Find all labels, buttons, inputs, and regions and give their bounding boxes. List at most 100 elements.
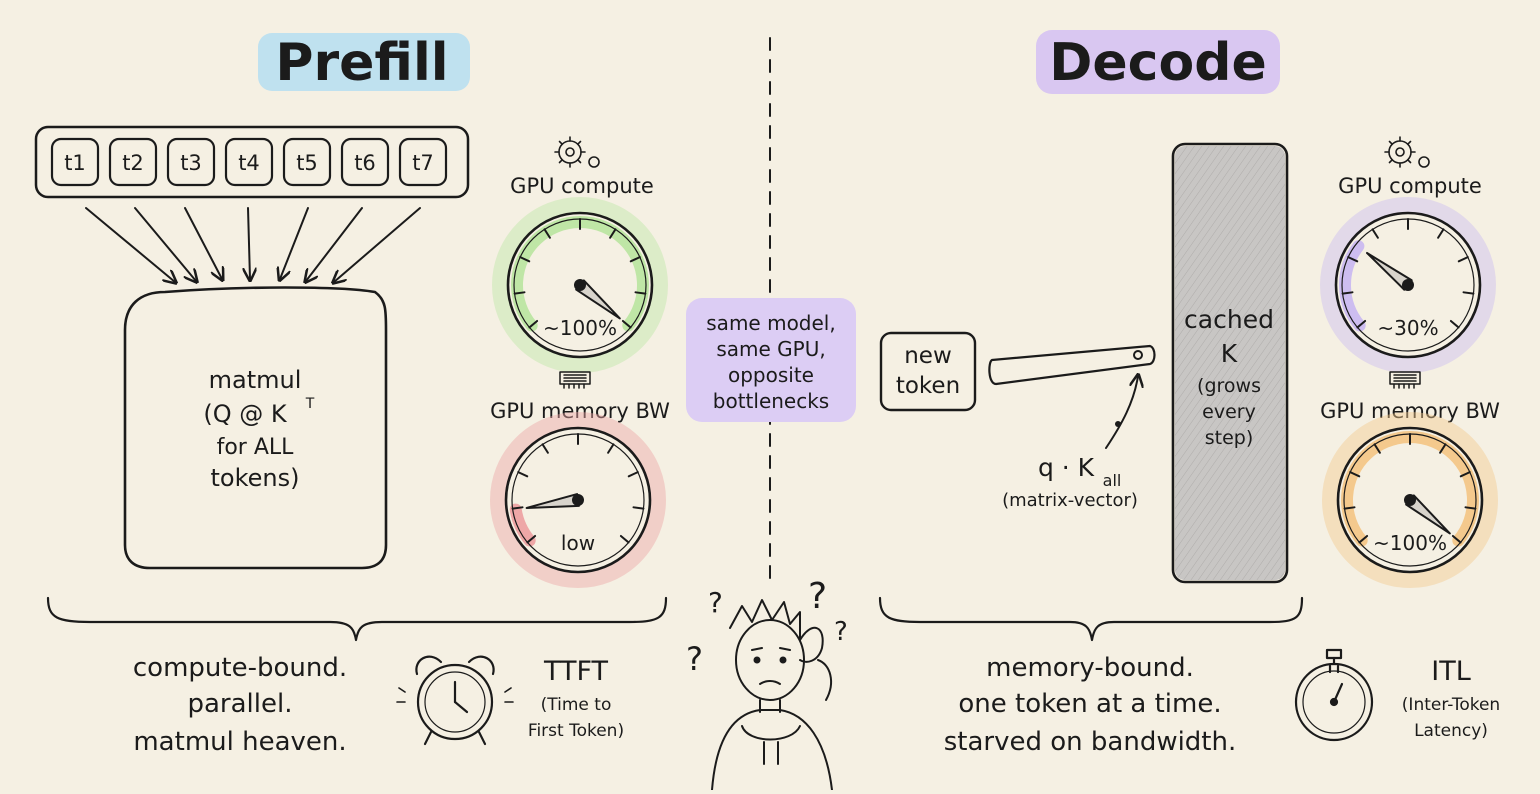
token-arrow — [306, 207, 363, 281]
decode-title-highlight — [1036, 30, 1280, 94]
question-mark-icon: ? — [708, 586, 723, 619]
gauge-level-arc — [1339, 240, 1366, 332]
op-arrow — [1105, 376, 1138, 449]
gauge-tick — [1464, 506, 1477, 510]
gauge-tick — [1439, 443, 1447, 454]
gauge-tick — [511, 506, 524, 510]
gauge-tick — [1341, 291, 1354, 295]
gauge-tick — [1371, 228, 1379, 239]
token-arrow — [280, 207, 309, 279]
new-token-box — [879, 331, 977, 412]
decode-title: Decode — [1049, 33, 1266, 93]
token-chip-label: t2 — [122, 151, 144, 175]
middle-section: same model, same GPU, opposite bottlenec… — [686, 37, 856, 791]
new-token-line-2: token — [896, 373, 960, 399]
gauge-dial — [1334, 211, 1482, 359]
token-tray — [34, 125, 470, 199]
matmul-box — [123, 286, 388, 570]
prefill-compute-gauge: ~100% — [492, 197, 668, 373]
note-line-3: opposite — [728, 363, 814, 387]
token-chip-label: t4 — [238, 151, 260, 175]
op-arrow-dot — [1115, 421, 1121, 427]
token-chip — [282, 137, 332, 187]
gauge-tick — [632, 506, 645, 510]
token-chip — [398, 137, 448, 187]
cached-k-sub-2: every — [1202, 401, 1256, 423]
query-vector — [988, 344, 1156, 386]
gauge-tick — [528, 319, 539, 329]
gauge-hub — [1404, 494, 1416, 506]
gauge-tick — [519, 256, 531, 263]
gauge-tick — [627, 471, 639, 478]
gauge-dial — [506, 211, 654, 359]
gauge-tick — [1437, 228, 1445, 239]
gauge-tick — [621, 319, 632, 329]
prefill-memory-label: GPU memory BW — [490, 399, 670, 423]
question-mark-icon: ? — [808, 576, 827, 617]
token-arrows — [85, 207, 421, 282]
token-chip — [50, 137, 100, 187]
token-arrow — [334, 207, 421, 282]
matmul-superscript: T — [305, 396, 315, 412]
gauge-tick — [513, 291, 526, 295]
gauge-tick — [1457, 256, 1469, 263]
note-line-4: bottlenecks — [713, 389, 829, 413]
cached-k-sub-1: (grows — [1197, 375, 1261, 397]
gauge-dial — [504, 426, 652, 574]
prefill-title: Prefill — [275, 33, 448, 93]
gauge-tick — [517, 471, 529, 478]
decode-summary-2: one token at a time. — [958, 689, 1221, 719]
prefill-metric-abbr: TTFT — [543, 656, 609, 687]
alarm-clock-icon — [396, 655, 514, 746]
gauge-tick — [526, 534, 537, 544]
question-mark-icon: ? — [686, 640, 703, 678]
gauge-reading: ~30% — [1377, 316, 1438, 340]
gauge-tick — [629, 256, 641, 263]
gear-icon — [1384, 136, 1430, 168]
gear-icon — [554, 136, 600, 168]
gauge-reading: low — [561, 531, 595, 555]
gauge-glow — [492, 197, 668, 373]
decode-section: Decode new token q · K all (matrix-vecto… — [878, 30, 1500, 757]
gauge-tick — [543, 228, 551, 239]
decode-summary-1: memory-bound. — [986, 653, 1194, 683]
token-chip — [108, 137, 158, 187]
gauge-hub — [1402, 279, 1414, 291]
gauge-tick — [634, 291, 647, 295]
gauge-hub — [574, 279, 586, 291]
token-arrow — [184, 207, 222, 279]
decode-summary-3: starved on bandwidth. — [944, 727, 1237, 757]
prefill-metric-full-1: (Time to — [541, 695, 612, 715]
note-line-1: same model, — [706, 311, 835, 335]
gauge-tick — [1462, 291, 1475, 295]
prefill-summary-3: matmul heaven. — [133, 727, 346, 757]
decode-memory-gauge: ~100% — [1322, 412, 1498, 588]
gauge-level-arc — [1341, 431, 1479, 547]
token-chip-label: t1 — [64, 151, 86, 175]
gauge-needle — [525, 493, 580, 509]
matmul-line3: for ALL — [217, 435, 295, 460]
gauge-tick — [607, 443, 615, 454]
query-vector-end — [1133, 350, 1143, 360]
cached-k-column — [1171, 142, 1289, 584]
token-chip — [340, 137, 390, 187]
decode-compute-gauge: ~30% — [1320, 197, 1496, 373]
stopwatch-icon — [1294, 648, 1374, 742]
token-chip-label: t3 — [180, 151, 202, 175]
memory-chip-icon — [559, 371, 591, 389]
gauge-tick — [1449, 319, 1460, 329]
token-chip — [224, 137, 274, 187]
decode-brace — [878, 596, 1304, 642]
decode-memory-label: GPU memory BW — [1320, 399, 1500, 423]
gauge-glow — [1320, 197, 1496, 373]
gauge-level-arc — [511, 216, 649, 332]
cached-k-title-1: cached — [1184, 305, 1274, 334]
gauge-tick — [619, 534, 630, 544]
gauge-level-arc — [509, 503, 536, 547]
gauge-glow — [490, 412, 666, 588]
prefill-metric-full-2: First Token) — [528, 721, 624, 741]
gauge-tick — [1373, 443, 1381, 454]
gauge-tick — [541, 443, 549, 454]
gauge-tick — [1349, 471, 1361, 478]
